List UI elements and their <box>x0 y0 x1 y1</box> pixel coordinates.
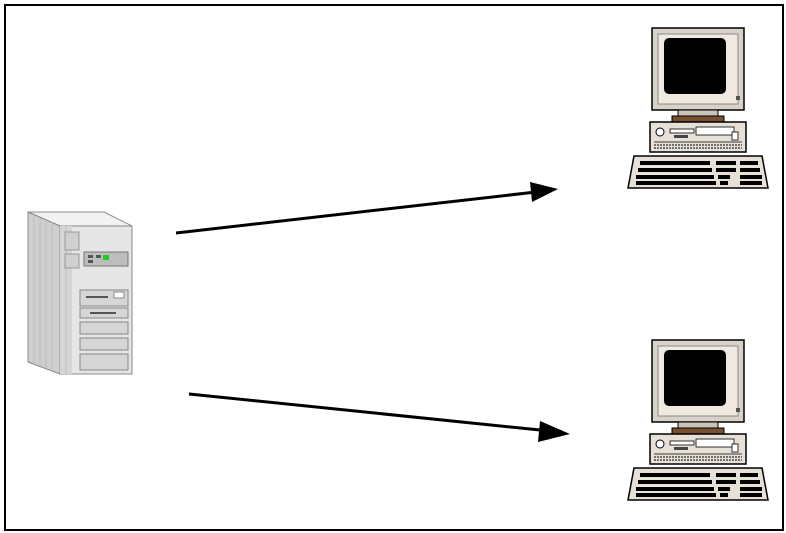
arrow-server-to-top-client <box>176 182 558 233</box>
tower-server-icon <box>28 212 132 374</box>
desktop-computer-icon <box>628 340 768 500</box>
desktop-computer-icon <box>628 28 768 188</box>
arrow-server-to-bottom-client <box>189 394 570 442</box>
